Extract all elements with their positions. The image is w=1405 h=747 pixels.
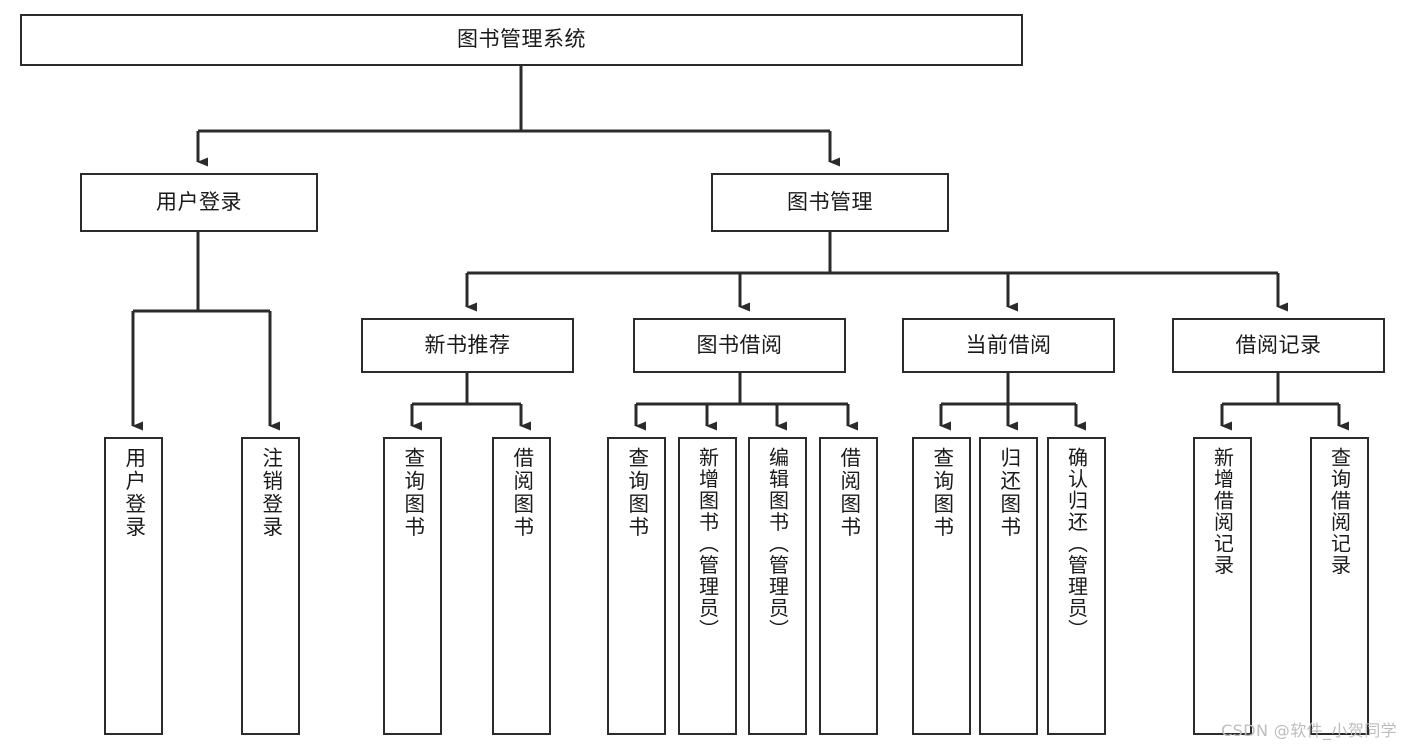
node-new-book-recommend[interactable]: 新书推荐	[361, 318, 574, 373]
leaf-borrow-book-2[interactable]: 借阅图书	[819, 437, 878, 735]
node-book-borrow[interactable]: 图书借阅	[633, 318, 846, 373]
node-borrow-record-label: 借阅记录	[1235, 332, 1322, 357]
leaf-add-record[interactable]: 新增借阅记录	[1193, 437, 1252, 735]
leaf-borrow-book-1-label: 借阅图书	[509, 447, 534, 539]
leaf-query-record-label: 查询借阅记录	[1327, 447, 1352, 576]
leaf-query-book-3-label: 查询图书	[929, 447, 954, 539]
leaf-query-record[interactable]: 查询借阅记录	[1310, 437, 1369, 735]
leaf-return-book[interactable]: 归还图书	[979, 437, 1038, 735]
leaf-borrow-book-1[interactable]: 借阅图书	[492, 437, 551, 735]
leaf-query-book-2-label: 查询图书	[624, 447, 649, 539]
leaf-return-book-label: 归还图书	[996, 447, 1021, 539]
leaf-logout-login-label: 注销登录	[258, 447, 283, 539]
node-root-label: 图书管理系统	[457, 27, 586, 52]
node-book-manage-label: 图书管理	[787, 189, 873, 214]
leaf-add-record-label: 新增借阅记录	[1210, 447, 1235, 576]
leaf-logout-login[interactable]: 注销登录	[241, 437, 300, 735]
leaf-borrow-book-2-label: 借阅图书	[836, 447, 861, 539]
leaf-user-login-label: 用户登录	[121, 447, 146, 539]
leaf-confirm-return[interactable]: 确认归还（管理员）	[1047, 437, 1106, 735]
leaf-confirm-return-label: 确认归还（管理员）	[1064, 447, 1089, 641]
leaf-query-book-3[interactable]: 查询图书	[912, 437, 971, 735]
leaf-query-book-1[interactable]: 查询图书	[383, 437, 442, 735]
node-book-manage[interactable]: 图书管理	[711, 173, 949, 232]
leaf-user-login[interactable]: 用户登录	[104, 437, 163, 735]
node-user-login-label: 用户登录	[156, 189, 242, 214]
leaf-edit-book[interactable]: 编辑图书（管理员）	[748, 437, 807, 735]
node-current-borrow-label: 当前借阅	[965, 332, 1052, 357]
leaf-edit-book-label: 编辑图书（管理员）	[765, 447, 790, 641]
node-root[interactable]: 图书管理系统	[20, 14, 1023, 66]
node-current-borrow[interactable]: 当前借阅	[902, 318, 1115, 373]
node-book-borrow-label: 图书借阅	[696, 332, 783, 357]
leaf-query-book-1-label: 查询图书	[400, 447, 425, 539]
node-new-book-recommend-label: 新书推荐	[424, 332, 511, 357]
csdn-watermark: CSDN @软件_小贺同学	[1221, 721, 1397, 740]
leaf-query-book-2[interactable]: 查询图书	[607, 437, 666, 735]
node-borrow-record[interactable]: 借阅记录	[1172, 318, 1385, 373]
node-user-login[interactable]: 用户登录	[80, 173, 318, 232]
leaf-add-book[interactable]: 新增图书（管理员）	[678, 437, 737, 735]
leaf-add-book-label: 新增图书（管理员）	[695, 447, 720, 641]
